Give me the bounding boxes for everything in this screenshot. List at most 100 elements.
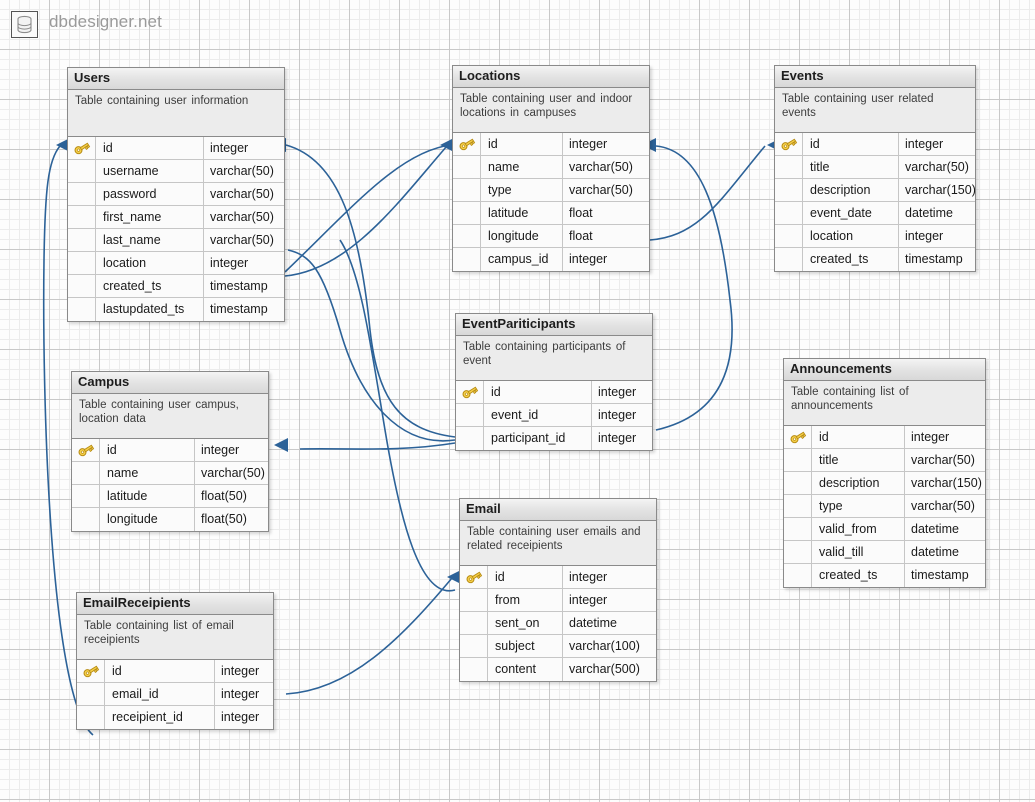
- table-description-campus: Table containing user campus, location d…: [72, 394, 268, 439]
- table-row[interactable]: description varchar(150): [775, 179, 975, 202]
- column-name: latitude: [481, 202, 563, 224]
- database-cylinder-glyph: [17, 15, 32, 34]
- column-type: integer: [569, 137, 608, 151]
- key-cell-empty: [77, 683, 105, 705]
- table-row[interactable]: latitude float: [453, 202, 649, 225]
- column-name: receipient_id: [105, 706, 215, 729]
- column-name: subject: [488, 635, 563, 657]
- table-title-emailreceipients[interactable]: EmailReceipients: [77, 593, 273, 615]
- table-title-users[interactable]: Users: [68, 68, 284, 90]
- primary-key-cell: [77, 660, 105, 682]
- table-description-eventpariticipants: Table containing participants of event: [456, 336, 652, 381]
- primary-key-cell: [460, 566, 488, 588]
- column-type: varchar(50): [210, 164, 274, 178]
- key-cell-empty: [784, 518, 812, 540]
- column-type: float: [569, 229, 593, 243]
- primary-key-icon: [466, 571, 482, 584]
- key-cell-empty: [453, 179, 481, 201]
- column-name: created_ts: [812, 564, 905, 587]
- table-title-campus[interactable]: Campus: [72, 372, 268, 394]
- table-title-locations[interactable]: Locations: [453, 66, 649, 88]
- primary-key-icon: [83, 665, 99, 678]
- primary-key-cell: [68, 137, 96, 159]
- column-type: varchar(500): [569, 662, 640, 676]
- column-type: integer: [598, 385, 637, 399]
- column-type: float: [569, 206, 593, 220]
- column-type: integer: [598, 408, 637, 422]
- table-title-events[interactable]: Events: [775, 66, 975, 88]
- column-type: integer: [221, 664, 260, 678]
- primary-key-cell: [775, 133, 803, 155]
- column-type: varchar(50): [911, 453, 975, 467]
- key-cell-empty: [775, 248, 803, 271]
- column-name: sent_on: [488, 612, 563, 634]
- key-cell-empty: [784, 472, 812, 494]
- column-type: varchar(150): [905, 183, 975, 197]
- table-title-announcements[interactable]: Announcements: [784, 359, 985, 381]
- database-cylinder-icon[interactable]: [11, 11, 38, 38]
- key-cell-empty: [68, 252, 96, 274]
- key-cell-empty: [784, 449, 812, 471]
- key-cell-empty: [784, 564, 812, 587]
- table-title-email[interactable]: Email: [460, 499, 656, 521]
- column-type: float(50): [201, 489, 247, 503]
- column-name: id: [488, 566, 563, 588]
- table-description-announcements: Table containing list of announcements: [784, 381, 985, 426]
- column-name: location: [96, 252, 204, 274]
- app-brand-label: dbdesigner.net: [49, 12, 162, 31]
- column-name: description: [803, 179, 899, 201]
- table-title-eventpariticipants[interactable]: EventPariticipants: [456, 314, 652, 336]
